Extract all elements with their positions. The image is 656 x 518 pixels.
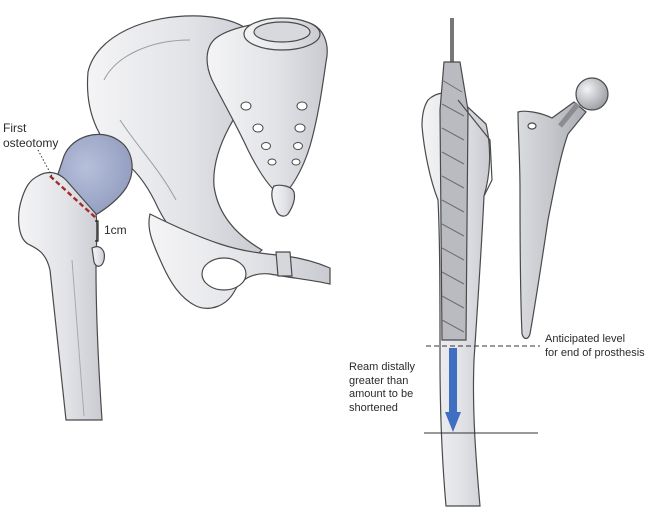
ream-label-line-3: amount to be (349, 388, 414, 400)
pubic-symphysis (275, 251, 293, 277)
left-femur (18, 171, 105, 421)
anticipated-level-label-line-1: Anticipated level (545, 333, 626, 345)
reamer-flutes (439, 61, 469, 341)
ream-distally-label: Ream distally greater than amount to be … (349, 361, 415, 415)
osteotomy-leader-line (37, 149, 55, 181)
first-osteotomy-line (49, 175, 97, 219)
anticipated-level-label-line-2: for end of prosthesis (545, 346, 645, 359)
obturator-foramen (201, 257, 247, 291)
resection-gap-label: 1cm (104, 223, 127, 238)
prosthesis-ball (575, 77, 609, 111)
first-osteotomy-label-line-2: osteotomy (3, 136, 59, 150)
femoral-prosthesis (517, 77, 609, 340)
ream-label-line-1: Ream distally (349, 361, 416, 373)
greater-trochanter-cut (457, 99, 493, 197)
first-osteotomy-label: First osteotomy (3, 121, 58, 151)
anticipated-level-label: Anticipated level for end of prosthesis (545, 333, 645, 360)
resection-gap-bracket (95, 220, 99, 242)
first-osteotomy-label-line-1: First (3, 121, 27, 135)
reamed-femur (421, 61, 493, 507)
ream-label-line-2: greater than (349, 374, 409, 387)
prosthesis-hole (527, 122, 537, 130)
lesser-trochanter (91, 246, 105, 267)
ream-distance-arrow (445, 348, 461, 432)
pelvis (86, 15, 331, 309)
pubic-ramus (148, 213, 331, 309)
ream-label-line-4: shortened (349, 401, 398, 414)
coccyx (271, 184, 296, 217)
resection-gap-value: 1cm (104, 223, 127, 237)
